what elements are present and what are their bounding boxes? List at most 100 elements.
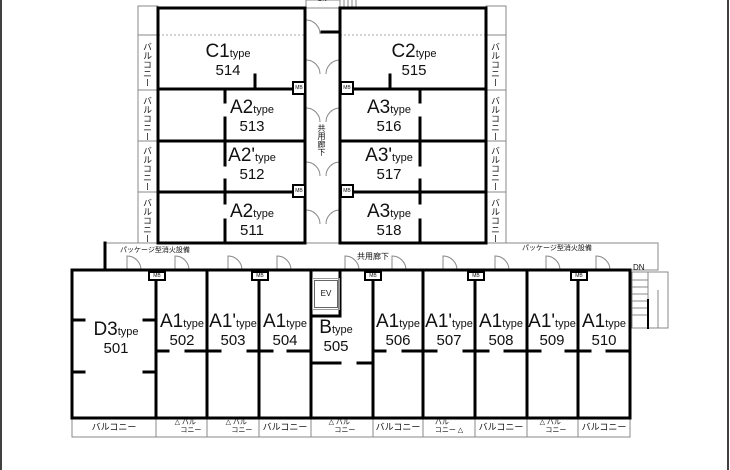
balcony-label: バルコニー — [142, 198, 152, 243]
unit-513: A2type 513 — [230, 98, 274, 134]
unit-type: A1' — [528, 311, 556, 332]
unit-type-suffix: type — [236, 318, 257, 330]
unit-type: A2 — [229, 201, 254, 222]
unit-515: C2type 515 — [391, 42, 436, 78]
unit-type-suffix: type — [117, 326, 139, 338]
unit-type: A2 — [229, 97, 254, 118]
balcony-label: バルコニー — [142, 146, 152, 191]
balcony-split-bottom: コニー — [180, 427, 202, 434]
unit-type-suffix: type — [390, 104, 412, 116]
balcony-label-split: △ バル コニー — [328, 419, 356, 434]
unit-number: 515 — [401, 62, 427, 79]
unit-type: A1' — [425, 311, 453, 332]
top-stair — [305, 0, 357, 9]
balcony-label-split: △ バル コニー — [539, 419, 567, 434]
balcony-label: バルコニー — [142, 42, 152, 87]
unit-type-suffix: type — [253, 104, 275, 116]
unit-type: A1 — [581, 311, 606, 332]
unit-512: A2'type 512 — [228, 146, 276, 182]
balcony-label: バルコニー — [375, 422, 421, 432]
unit-514: C1type 514 — [205, 42, 250, 78]
unit-type: A1' — [209, 311, 237, 332]
unit-number: 503 — [220, 332, 246, 349]
unit-type: A1 — [375, 311, 400, 332]
unit-type: C2 — [391, 41, 416, 62]
unit-number: 508 — [488, 332, 514, 349]
unit-number: 506 — [385, 332, 411, 349]
unit-503: A1'type 503 — [209, 312, 257, 348]
mb-box: MB — [292, 81, 306, 95]
unit-number: 510 — [591, 332, 617, 349]
unit-type-suffix: type — [183, 318, 205, 330]
unit-type-suffix: type — [502, 318, 524, 330]
unit-type-suffix: type — [255, 152, 276, 164]
unit-number: 505 — [323, 338, 349, 355]
unit-type-suffix: type — [286, 318, 308, 330]
balcony-label: バルコニー — [262, 422, 308, 432]
unit-type-suffix: type — [392, 152, 413, 164]
unit-type-suffix: type — [253, 208, 275, 220]
balcony-label-split: バルコニー △ — [434, 419, 464, 434]
stairs — [631, 271, 669, 329]
unit-type: A3 — [366, 201, 391, 222]
balcony-label: バルコニー — [490, 42, 500, 87]
elevator: EV — [312, 278, 340, 310]
unit-type: A2' — [228, 145, 256, 166]
unit-type: A1 — [159, 311, 184, 332]
unit-number: 518 — [376, 222, 402, 239]
unit-type-suffix: type — [399, 318, 421, 330]
unit-number: 513 — [239, 118, 265, 135]
unit-type-suffix: type — [415, 48, 437, 60]
balcony-split-top: バル — [335, 419, 350, 426]
mb-box: MB — [570, 271, 588, 281]
top-stairs-down-label: DN — [318, 0, 327, 3]
balcony-label: バルコニー — [142, 96, 152, 141]
unit-511: A2type 511 — [230, 202, 274, 238]
unit-type-suffix: type — [331, 324, 353, 336]
unit-number: 504 — [272, 332, 298, 349]
unit-number: 501 — [103, 340, 129, 357]
balcony-label: バルコニー — [91, 422, 137, 432]
corridor-label-lower: 共用廊下 — [357, 252, 389, 261]
mb-box: MB — [251, 271, 269, 281]
balcony-split-top: バル — [181, 419, 196, 426]
mb-box: MB — [340, 184, 354, 198]
mb-box: MB — [467, 271, 485, 281]
unit-type: A3' — [365, 145, 393, 166]
balcony-split-top: バル — [546, 419, 561, 426]
unit-type: A1 — [478, 311, 503, 332]
unit-number: 511 — [240, 222, 264, 239]
balcony-label: バルコニー — [490, 198, 500, 243]
stairs-down-label: DN — [633, 263, 645, 272]
unit-type: C1 — [205, 41, 230, 62]
unit-type-suffix: type — [555, 318, 576, 330]
balcony-split-bottom: コニー — [231, 427, 253, 434]
unit-number: 514 — [215, 62, 241, 79]
package-fire-label: パッケージ型消火設備 — [120, 247, 190, 254]
unit-type-suffix: type — [452, 318, 473, 330]
package-fire-label: パッケージ型消火設備 — [522, 245, 592, 252]
balcony-label: バルコニー — [490, 96, 500, 141]
mb-box: MB — [148, 271, 166, 281]
balcony-split-bottom: コニー — [434, 427, 456, 434]
balcony-split-bottom: コニー — [545, 427, 567, 434]
mb-box: MB — [364, 271, 382, 281]
unit-type-suffix: type — [229, 48, 251, 60]
balcony-split-bottom: コニー — [334, 427, 356, 434]
balcony-label: バルコニー — [581, 422, 627, 432]
balcony-label-split: △ バル コニー — [174, 419, 202, 434]
balcony-split-top: バル — [434, 419, 449, 426]
corridor-label: 共用廊下 — [317, 124, 326, 156]
unit-number: 512 — [239, 166, 265, 183]
unit-508: A1type 508 — [479, 312, 523, 348]
balcony-label: バルコニー — [478, 422, 524, 432]
